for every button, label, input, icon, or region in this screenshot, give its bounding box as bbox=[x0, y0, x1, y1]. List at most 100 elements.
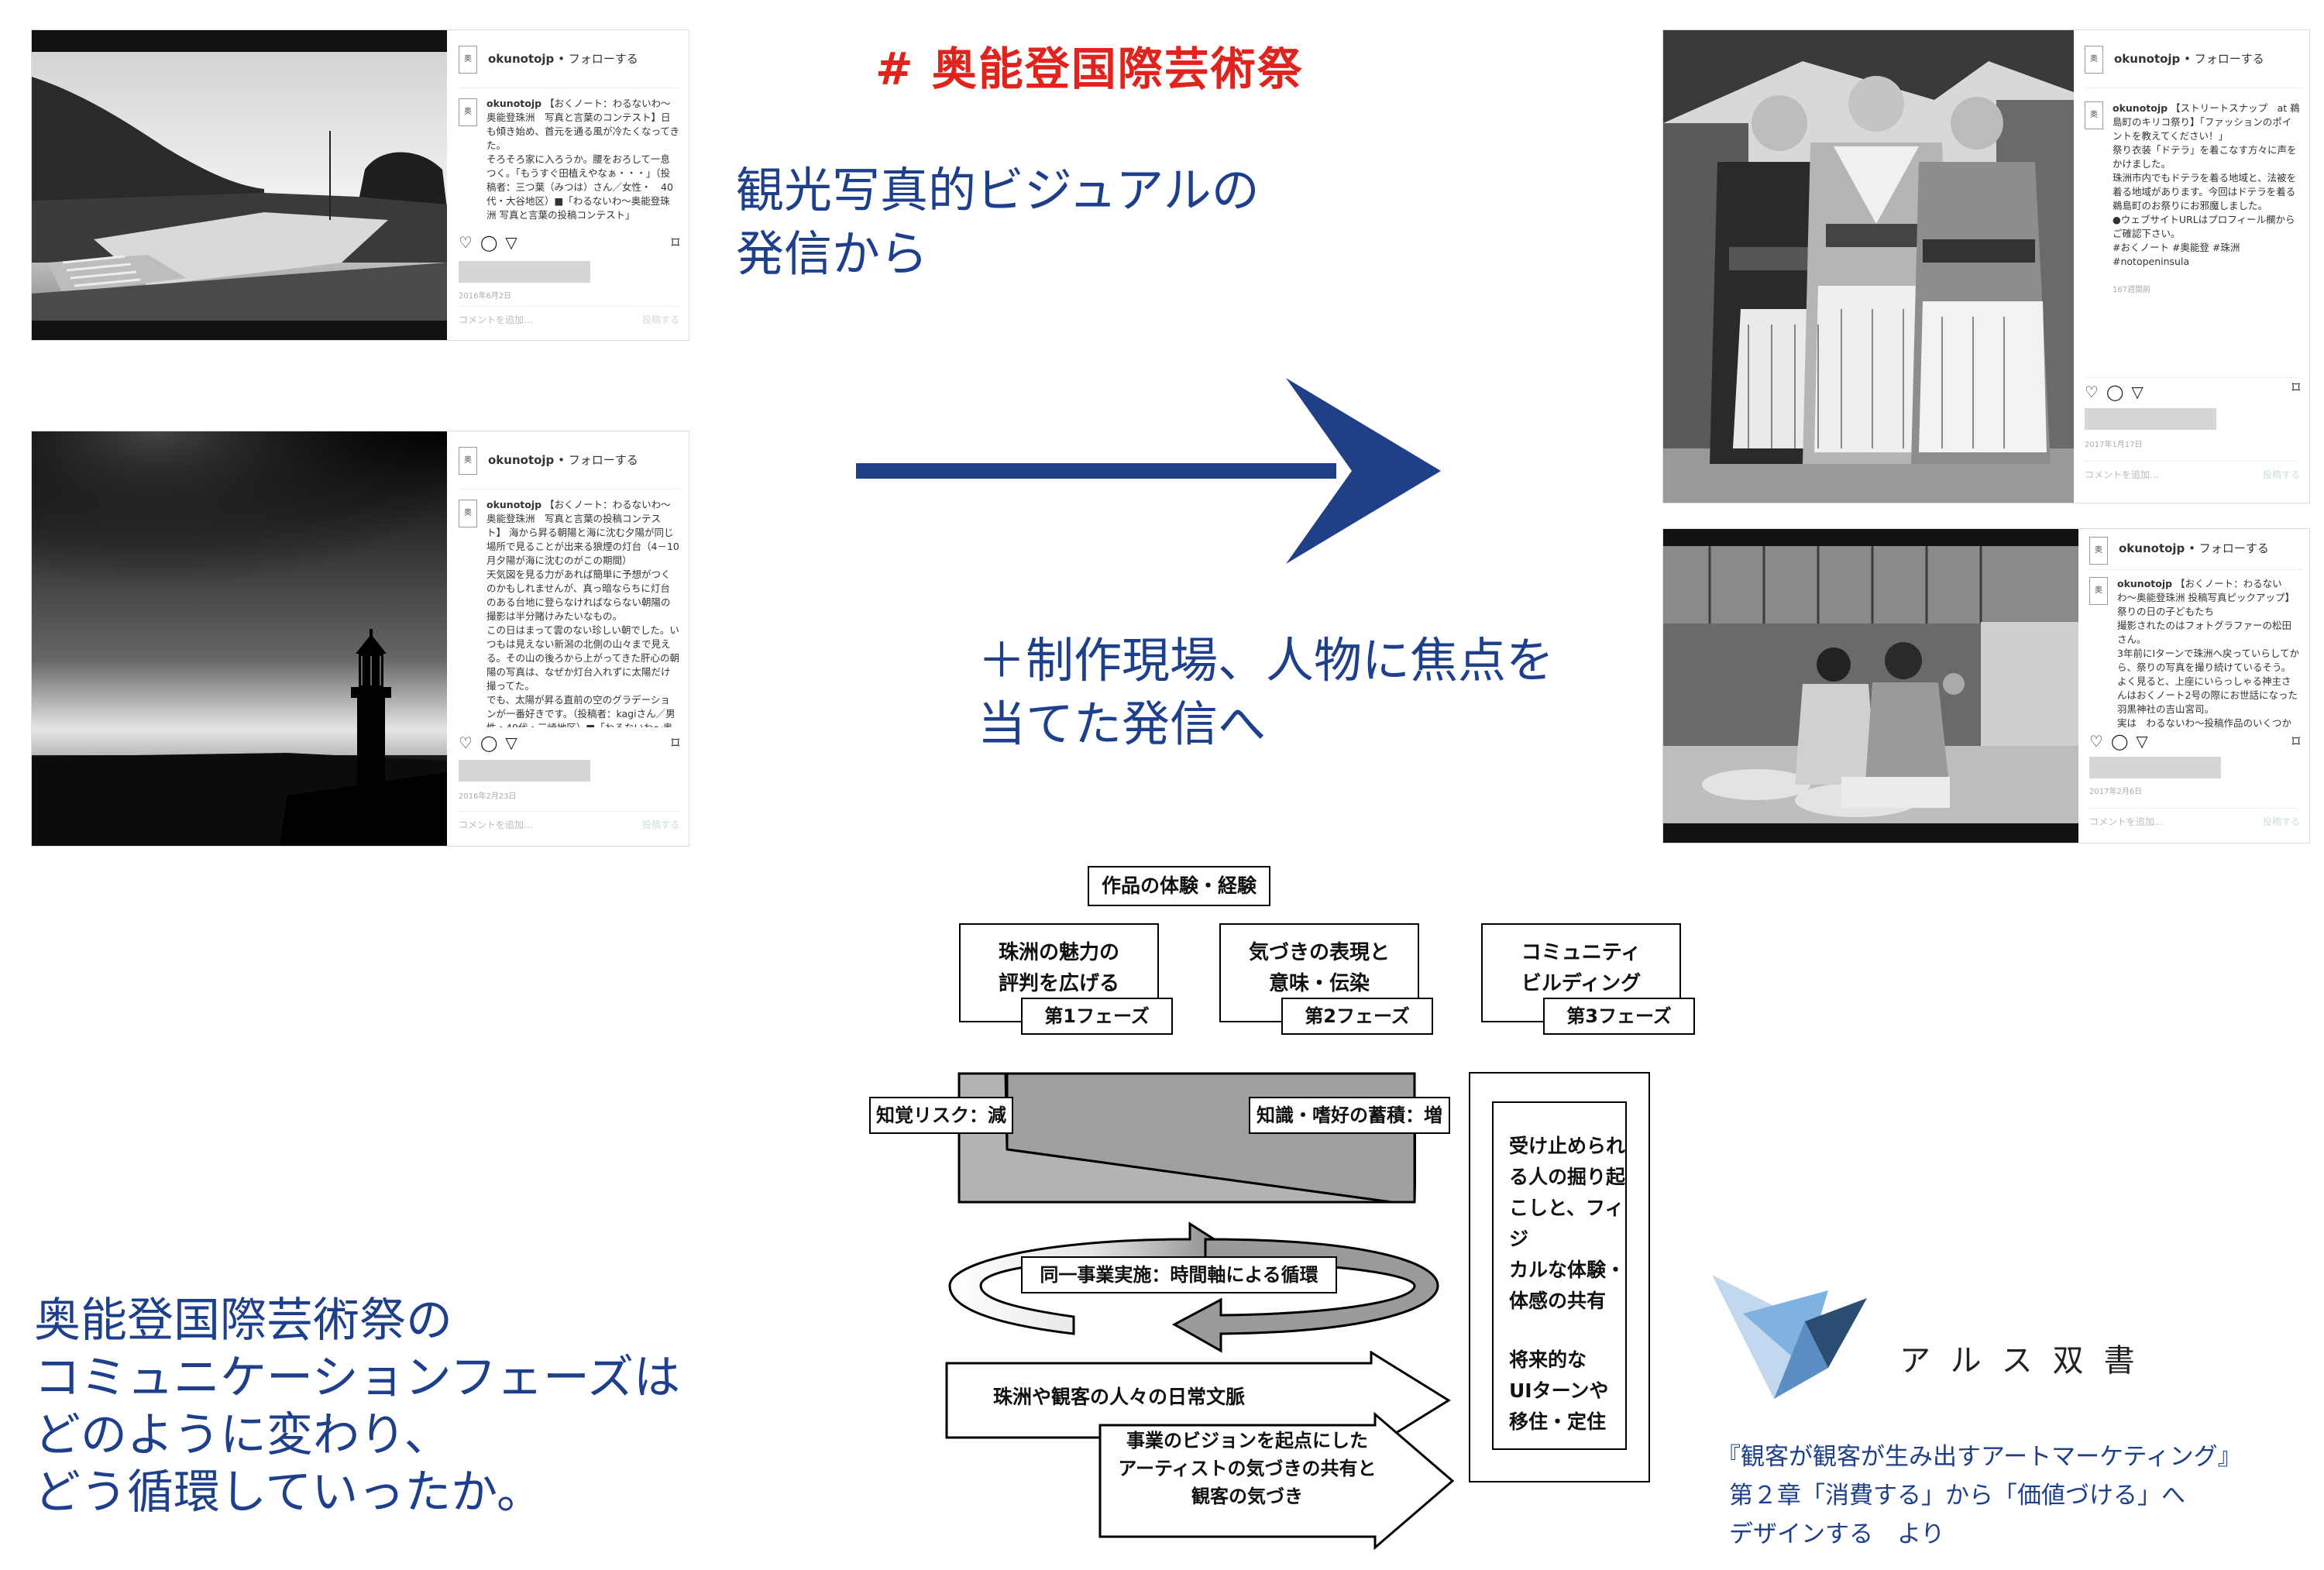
post-username[interactable]: okunotojp bbox=[2114, 52, 2181, 66]
comment-input[interactable]: コメントを追加... bbox=[459, 819, 533, 830]
instagram-post-lighthouse: 奥 okunotojp • フォローする 奥 okunotojp 【おくノート：… bbox=[31, 431, 689, 847]
community-line: UIターンや bbox=[1509, 1379, 1609, 1402]
phase-label-text: 第2フェーズ bbox=[1305, 1005, 1410, 1027]
question-text: 奥能登国際芸術祭の コミュニケーションフェーズは どのように変わり、 どう循環し… bbox=[34, 1292, 680, 1521]
phase-title-line: 評判を広げる bbox=[998, 972, 1119, 995]
post-username[interactable]: okunotojp bbox=[2119, 541, 2185, 555]
post-sidebar: 奥 okunotojp • フォローする 奥 okunotojp 【おくノート：… bbox=[2078, 529, 2309, 843]
citation-line-3: デザインする より bbox=[1729, 1520, 1945, 1548]
community-line: 移住・定住 bbox=[1509, 1410, 1607, 1433]
phase-title-line: 珠洲の魅力の bbox=[998, 941, 1119, 964]
risk-label-text: 知覚リスク：減 bbox=[876, 1104, 1006, 1126]
citation-line-2: 第２章「消費する」から「価値づける」へ bbox=[1729, 1482, 2185, 1510]
post-actions: ♡ ◯ ▽ ⌑ bbox=[2085, 377, 2300, 404]
community-line: カルな体験・ bbox=[1509, 1259, 1626, 1281]
follow-link[interactable]: • フォローする bbox=[558, 453, 638, 467]
experience-label: 作品の体験・経験 bbox=[1101, 874, 1257, 897]
caption-username[interactable]: okunotojp bbox=[2113, 102, 2168, 114]
from-line-1: 観光写真的ビジュアルの bbox=[736, 162, 1260, 218]
phase-title-line: コミュニティ bbox=[1521, 941, 1642, 964]
community-inner-box: 受け止められ る人の掘り起 こしと、フィジ カルな体験・ 体感の共有 将来的な … bbox=[1492, 1101, 1627, 1450]
citation-line-1: 『観客が観客が生み出すアートマーケティング』 bbox=[1717, 1443, 2242, 1471]
post-caption: okunotojp 【おくノート：わるないわ〜奥能登珠洲 投稿写真ピックアップ】… bbox=[2117, 577, 2300, 763]
question-line-2: コミュニケーションフェーズは bbox=[34, 1351, 680, 1405]
comment-bar[interactable]: コメントを追加... 投稿する bbox=[2089, 808, 2300, 835]
post-comment-button[interactable]: 投稿する bbox=[2262, 469, 2300, 480]
post-caption: okunotojp 【ストリートスナップ at 鵜島町のキリコ祭り】「ファッショ… bbox=[2113, 101, 2300, 280]
likes-redacted bbox=[2089, 757, 2221, 778]
comment-icon[interactable]: ◯ bbox=[2106, 383, 2124, 401]
bookmark-icon[interactable]: ⌑ bbox=[2291, 732, 2300, 751]
post-date: 2016年2月23日 bbox=[459, 792, 517, 801]
post-weeks-ago: 167週間前 bbox=[2113, 286, 2151, 294]
instagram-post-rice-field: 奥 okunotojp • フォローする 奥 okunotojp 【おくノート：… bbox=[31, 29, 689, 341]
instagram-post-street-snap: 奥 okunotojp • フォローする 奥 okunotojp 【ストリートス… bbox=[1662, 29, 2310, 503]
caption-username[interactable]: okunotojp bbox=[486, 499, 542, 510]
comment-input[interactable]: コメントを追加... bbox=[459, 314, 533, 325]
comment-bar[interactable]: コメントを追加... 投稿する bbox=[459, 306, 679, 333]
heart-icon[interactable]: ♡ bbox=[459, 733, 473, 752]
post-comment-button[interactable]: 投稿する bbox=[641, 819, 679, 830]
from-caption: 観光写真的ビジュアルの 発信から bbox=[736, 159, 1260, 286]
community-line: こしと、フィジ bbox=[1509, 1197, 1624, 1250]
post-actions: ♡ ◯ ▽ ⌑ bbox=[2089, 732, 2300, 754]
caption-text: 【ストリートスナップ at 鵜島町のキリコ祭り】「ファッションのポイントを教えて… bbox=[2113, 102, 2300, 267]
post-date: 2016年6月2日 bbox=[459, 292, 512, 301]
bookmark-icon[interactable]: ⌑ bbox=[671, 233, 679, 252]
caption-text: 【おくノート：わるないわ〜奥能登珠洲 写真と言葉のコンテスト】日も傾き始め、首元… bbox=[486, 98, 679, 221]
post-sidebar: 奥 okunotojp • フォローする 奥 okunotojp 【ストリートス… bbox=[2074, 30, 2309, 503]
follow-link[interactable]: • フォローする bbox=[558, 52, 638, 66]
comment-input[interactable]: コメントを追加... bbox=[2085, 469, 2159, 480]
share-icon[interactable]: ▽ bbox=[505, 733, 517, 752]
to-line-2: 当てた発信へ bbox=[978, 696, 1267, 752]
knowledge-label: 知識・嗜好の蓄積：増 bbox=[1249, 1097, 1450, 1134]
comment-icon[interactable]: ◯ bbox=[480, 233, 498, 252]
share-icon[interactable]: ▽ bbox=[505, 233, 517, 252]
comment-bar[interactable]: コメントを追加... 投稿する bbox=[459, 811, 679, 838]
community-line: る人の掘り起 bbox=[1509, 1166, 1626, 1188]
bookmark-icon[interactable]: ⌑ bbox=[2291, 378, 2300, 397]
cycle-label-text: 同一事業実施：時間軸による循環 bbox=[1040, 1264, 1318, 1286]
follow-link[interactable]: • フォローする bbox=[2188, 541, 2269, 555]
post-username[interactable]: okunotojp bbox=[488, 52, 555, 66]
post-sidebar: 奥 okunotojp • フォローする 奥 okunotojp 【おくノート：… bbox=[448, 431, 689, 846]
okunoto-logo: 奥 bbox=[459, 500, 477, 527]
comment-bar[interactable]: コメントを追加... 投稿する bbox=[2085, 461, 2300, 488]
phase-label-text: 第1フェーズ bbox=[1044, 1005, 1150, 1027]
bookmark-icon[interactable]: ⌑ bbox=[671, 733, 679, 752]
question-line-4: どう循環していったか。 bbox=[34, 1465, 543, 1520]
experience-box: 作品の体験・経験 bbox=[1088, 866, 1270, 906]
follow-link[interactable]: • フォローする bbox=[2184, 52, 2264, 66]
share-icon[interactable]: ▽ bbox=[2131, 383, 2144, 401]
caption-text: 【おくノート：わるないわ〜奥能登珠洲 投稿写真ピックアップ】 祭りの日の子どもた… bbox=[2117, 578, 2300, 729]
caption-username[interactable]: okunotojp bbox=[486, 98, 542, 109]
community-line: 受け止められ bbox=[1509, 1135, 1626, 1157]
phase-title-line: ビルディング bbox=[1521, 972, 1642, 995]
comment-icon[interactable]: ◯ bbox=[480, 733, 498, 752]
comment-icon[interactable]: ◯ bbox=[2110, 732, 2129, 751]
okunoto-logo: 奥 bbox=[2085, 46, 2103, 74]
post-actions: ♡ ◯ ▽ ⌑ bbox=[459, 733, 679, 755]
heart-icon[interactable]: ♡ bbox=[2085, 383, 2099, 401]
phase-title-line: 気づきの表現と bbox=[1248, 941, 1390, 964]
festival-children-photo bbox=[1663, 529, 2078, 843]
okunoto-logo: 奥 bbox=[2089, 537, 2108, 565]
okunoto-logo: 奥 bbox=[2085, 101, 2103, 129]
question-line-3: どのように変わり、 bbox=[34, 1408, 451, 1462]
phase-title-line: 意味・伝染 bbox=[1268, 972, 1370, 995]
caption-username[interactable]: okunotojp bbox=[2117, 578, 2173, 589]
to-caption: ＋制作現場、人物に焦点を 当てた発信へ bbox=[978, 629, 1554, 756]
comment-input[interactable]: コメントを追加... bbox=[2089, 816, 2164, 827]
community-line: 体感の共有 bbox=[1509, 1290, 1607, 1312]
share-icon[interactable]: ▽ bbox=[2136, 732, 2148, 751]
post-username[interactable]: okunotojp bbox=[488, 453, 555, 467]
phase-label: 第3フェーズ bbox=[1543, 998, 1695, 1035]
likes-redacted bbox=[2085, 408, 2216, 430]
instagram-post-children: 奥 okunotojp • フォローする 奥 okunotojp 【おくノート：… bbox=[1662, 528, 2310, 843]
post-comment-button[interactable]: 投稿する bbox=[2262, 816, 2300, 827]
post-date: 2017年1月17日 bbox=[2085, 441, 2143, 449]
post-comment-button[interactable]: 投稿する bbox=[641, 314, 679, 325]
heart-icon[interactable]: ♡ bbox=[2089, 732, 2103, 751]
vision-line: 観客の気づき bbox=[1191, 1486, 1303, 1507]
heart-icon[interactable]: ♡ bbox=[459, 233, 473, 252]
